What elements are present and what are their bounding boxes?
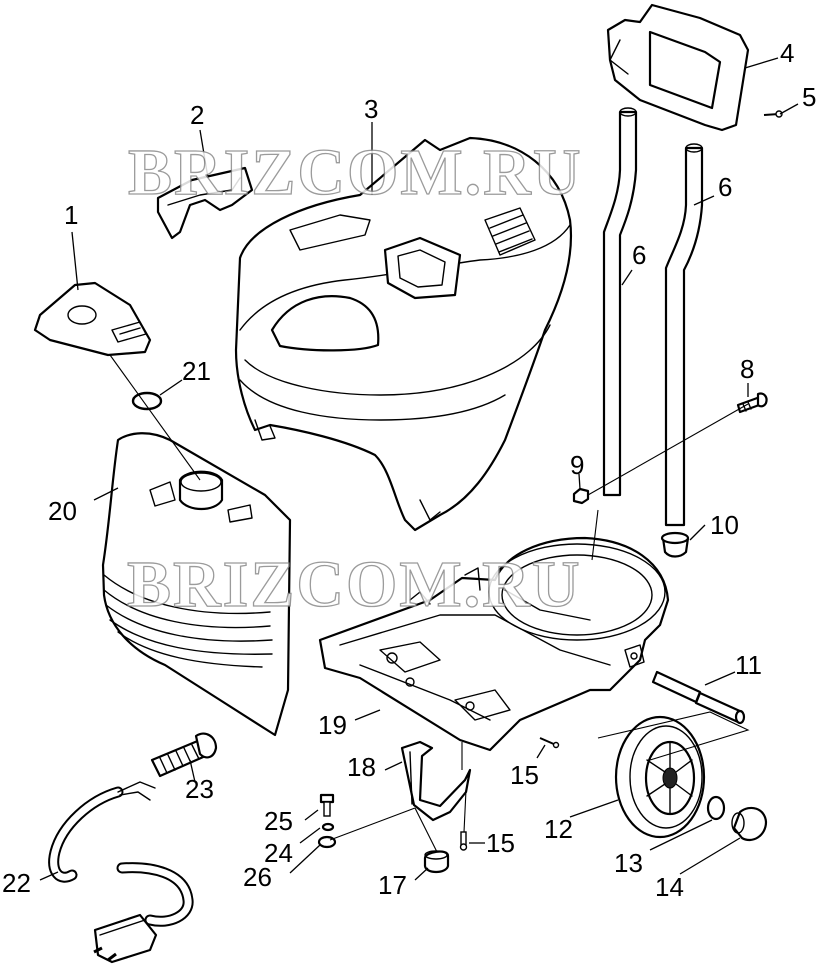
watermark-top: BRIZCOM.RU [128, 136, 583, 209]
part-2-bracket [156, 166, 254, 240]
label-part-5: 5 [802, 82, 816, 112]
label-part-3: 3 [364, 94, 378, 124]
label-part-8: 8 [740, 354, 754, 384]
label-part-15-upper: 15 [510, 760, 539, 790]
part-11-axle [651, 670, 746, 725]
part-9-nut [572, 487, 590, 505]
label-part-2: 2 [190, 100, 204, 130]
part-21-o-ring [131, 391, 163, 411]
part-19-base [318, 536, 670, 752]
part-4-handle [606, 3, 750, 132]
part-12-wheel [614, 715, 706, 839]
watermark-middle: BRIZCOM.RU [127, 548, 582, 621]
label-part-1: 1 [64, 200, 78, 230]
label-part-12: 12 [544, 814, 573, 844]
label-part-17: 17 [378, 870, 407, 900]
label-part-24: 24 [264, 838, 293, 868]
part-22-power-cord [48, 781, 194, 964]
label-part-26: 26 [243, 862, 272, 892]
part-15-screw-lower [459, 831, 468, 851]
part-15-screw-upper [539, 737, 560, 749]
label-part-23: 23 [185, 774, 214, 804]
part-number-labels: 1 2 3 4 5 6 6 8 9 10 11 12 13 14 15 15 1… [2, 38, 816, 902]
part-13-washer [706, 795, 726, 821]
part-5-screw [763, 110, 783, 118]
assembly-axis-lines [109, 354, 750, 853]
label-part-14: 14 [655, 872, 684, 902]
part-6-tube-right [664, 143, 704, 527]
part-25-bolt [319, 793, 335, 817]
part-17-foot [423, 850, 450, 874]
part-14-hub-cap [731, 806, 768, 842]
label-part-15-lower: 15 [486, 828, 515, 858]
part-1-cap [33, 281, 152, 357]
part-3-hood [234, 136, 572, 532]
label-part-22: 22 [2, 868, 31, 898]
label-part-18: 18 [347, 752, 376, 782]
part-18-bracket [400, 740, 472, 822]
part-23-strain-relief [150, 732, 218, 778]
label-part-25: 25 [264, 806, 293, 836]
part-20-tank [101, 432, 292, 737]
label-part-20: 20 [48, 496, 77, 526]
label-part-6-right: 6 [718, 172, 732, 202]
label-part-10: 10 [710, 510, 739, 540]
leader-lines [39, 57, 799, 881]
part-8-bolt [736, 392, 768, 414]
label-part-11: 11 [735, 650, 762, 680]
label-part-9: 9 [570, 450, 584, 480]
part-6-tube-left [602, 107, 638, 497]
label-part-13: 13 [614, 848, 643, 878]
label-part-6-left: 6 [632, 240, 646, 270]
label-part-21: 21 [182, 356, 211, 386]
label-part-4: 4 [780, 38, 794, 68]
label-part-19: 19 [318, 710, 347, 740]
part-10-cap [660, 531, 690, 558]
part-24-washer [321, 822, 335, 832]
